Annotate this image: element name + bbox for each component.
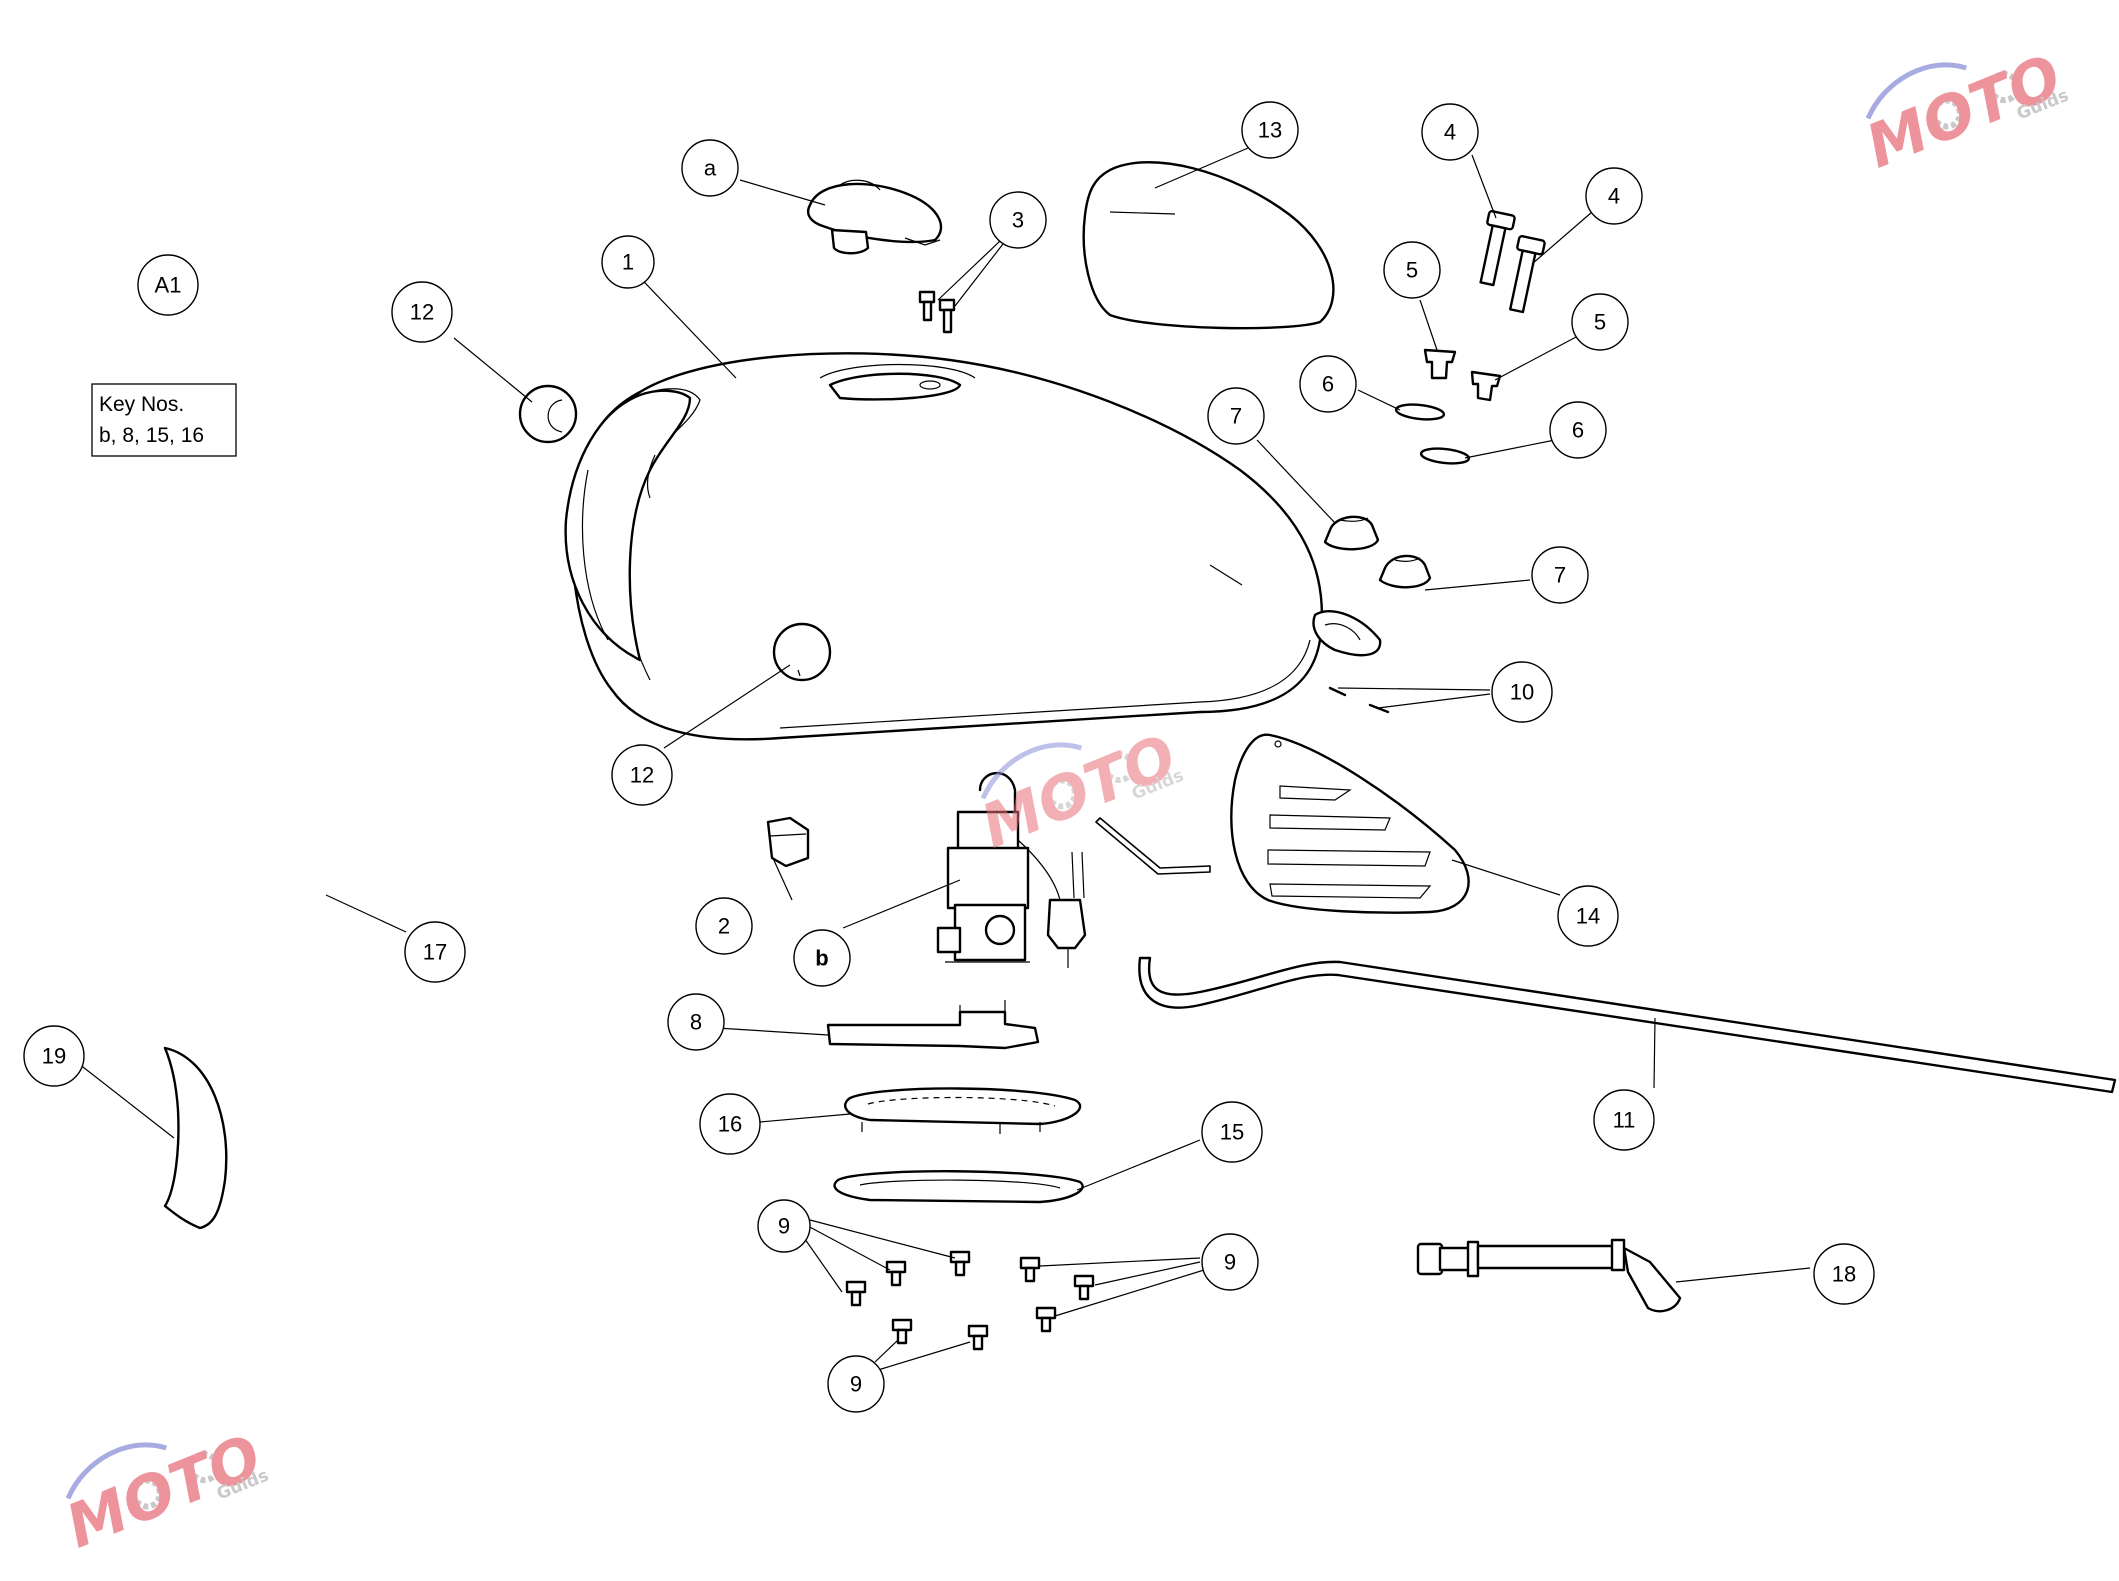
side-panel-13 <box>1082 161 1335 330</box>
key-box-items: b, 8, 15, 16 <box>99 424 204 447</box>
wire-rod <box>1095 817 1211 875</box>
fuel-pump <box>936 771 1087 968</box>
svg-text:a: a <box>704 156 717 181</box>
callout-8: 8 <box>667 993 725 1051</box>
screws-9 <box>845 1250 1095 1351</box>
callout-4-upper: 4 <box>1421 103 1479 161</box>
plug-2 <box>766 816 810 868</box>
callout-6-lower: 6 <box>1549 401 1607 459</box>
leader-lines <box>73 144 1811 1371</box>
key-box-title: Key Nos. <box>99 393 184 416</box>
svg-text:15: 15 <box>1220 1120 1244 1145</box>
hose-18 <box>1416 1238 1682 1313</box>
svg-text:7: 7 <box>1230 404 1242 429</box>
svg-text:A1: A1 <box>155 273 182 298</box>
fuel-line-11 <box>1138 956 2117 1094</box>
svg-text:17: 17 <box>423 940 447 965</box>
callout-6-upper: 6 <box>1299 355 1357 413</box>
spacers-5 <box>1423 348 1502 402</box>
callout-7-lower: 7 <box>1531 546 1589 604</box>
svg-text:14: 14 <box>1576 904 1600 929</box>
callout-b: b <box>793 929 851 987</box>
callout-12-upper: 12 <box>391 281 453 343</box>
svg-text:19: 19 <box>42 1044 66 1069</box>
callout-17: 17 <box>404 921 466 983</box>
svg-text:12: 12 <box>630 763 654 788</box>
grommets-7 <box>1323 515 1432 589</box>
key-box: Key Nos. b, 8, 15, 16 <box>91 383 237 457</box>
svg-text:5: 5 <box>1594 310 1606 335</box>
fuel-tank <box>564 352 1382 741</box>
svg-text:10: 10 <box>1510 680 1534 705</box>
svg-text:6: 6 <box>1322 372 1334 397</box>
bracket-8 <box>826 1000 1040 1050</box>
callout-14: 14 <box>1557 885 1619 947</box>
svg-text:3: 3 <box>1012 208 1024 233</box>
watermark-bottom-left: MOTO Guids <box>57 1422 272 1563</box>
bolts-4 <box>1479 210 1546 314</box>
svg-text:8: 8 <box>690 1010 702 1035</box>
svg-text:11: 11 <box>1613 1108 1636 1133</box>
callout-19: 19 <box>23 1025 85 1087</box>
callout-9-right: 9 <box>1201 1233 1259 1291</box>
svg-text:4: 4 <box>1608 184 1620 209</box>
gasket-16 <box>844 1087 1082 1134</box>
svg-text:13: 13 <box>1258 118 1282 143</box>
callout-a: a <box>681 139 739 197</box>
svg-text:9: 9 <box>1224 1250 1236 1275</box>
svg-text:4: 4 <box>1444 120 1456 145</box>
callout-11: 11 <box>1593 1089 1655 1151</box>
seal-15 <box>833 1170 1084 1204</box>
heat-shield-14 <box>1230 733 1470 914</box>
clips-10 <box>1328 686 1390 714</box>
svg-text:1: 1 <box>622 250 634 275</box>
callout-15: 15 <box>1201 1101 1263 1163</box>
callout-18: 18 <box>1813 1243 1875 1305</box>
svg-text:b: b <box>815 946 828 971</box>
rubber-cap-upper <box>518 384 578 444</box>
svg-text:9: 9 <box>778 1214 790 1239</box>
svg-text:12: 12 <box>410 300 434 325</box>
svg-text:7: 7 <box>1554 563 1566 588</box>
callout-9-bottom: 9 <box>827 1355 885 1413</box>
figure-label-a1: A1 <box>137 254 199 316</box>
callout-1: 1 <box>601 235 655 289</box>
callout-2: 2 <box>695 897 753 955</box>
callout-13: 13 <box>1241 101 1299 159</box>
svg-text:9: 9 <box>850 1372 862 1397</box>
watermark-top-right: MOTO Guids <box>1857 42 2072 183</box>
trim-19 <box>163 1046 228 1230</box>
fuel-cap <box>806 179 943 255</box>
callout-10: 10 <box>1491 661 1553 723</box>
callout-4-lower: 4 <box>1585 167 1643 225</box>
callout-5-upper: 5 <box>1383 241 1441 299</box>
svg-text:6: 6 <box>1572 418 1584 443</box>
svg-text:5: 5 <box>1406 258 1418 283</box>
svg-text:18: 18 <box>1832 1262 1856 1287</box>
svg-text:2: 2 <box>718 914 730 939</box>
callout-5-lower: 5 <box>1571 293 1629 351</box>
washers-6 <box>1394 403 1471 465</box>
callout-16: 16 <box>699 1093 761 1155</box>
rubber-cap-lower <box>772 622 832 682</box>
callout-9-upper-left: 9 <box>757 1199 811 1253</box>
callout-7-upper: 7 <box>1207 387 1265 445</box>
bolts-3 <box>918 290 956 334</box>
callout-12-lower: 12 <box>611 744 673 806</box>
svg-text:16: 16 <box>718 1112 742 1137</box>
callout-3: 3 <box>989 191 1047 249</box>
